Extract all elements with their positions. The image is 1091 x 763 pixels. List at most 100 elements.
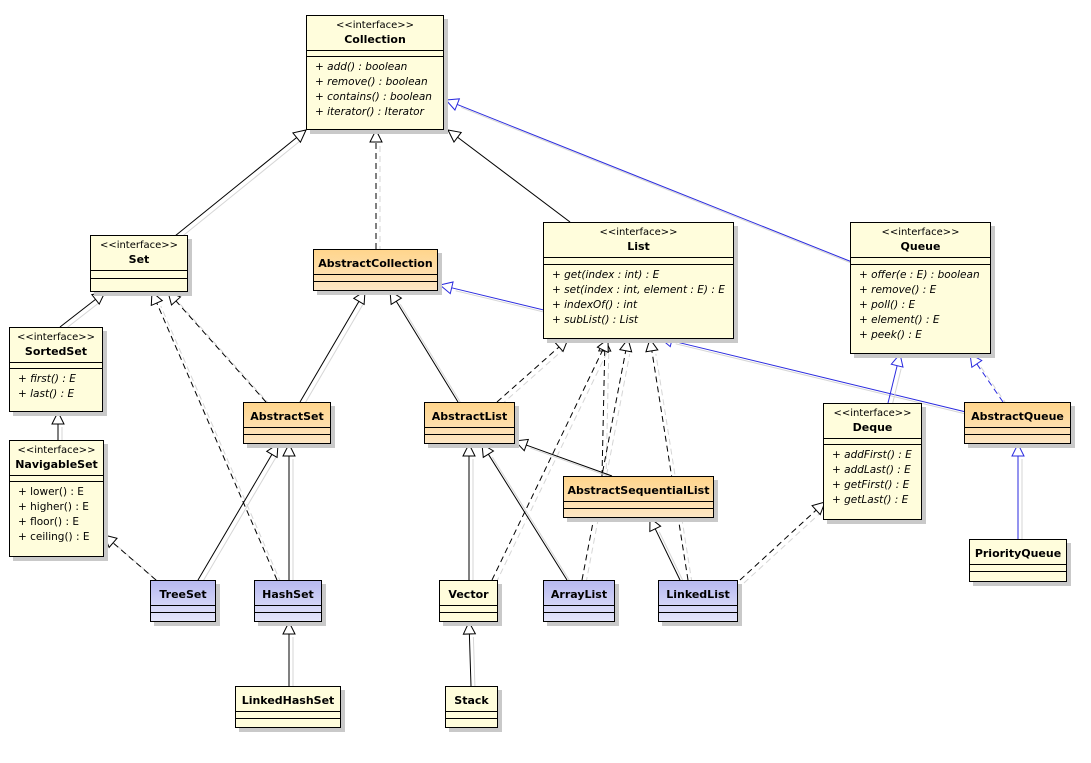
class-name: NavigableSet — [15, 458, 98, 471]
arraylist-to-list-line — [581, 350, 627, 581]
abstractseqlist-to-abstractlist-arrowhead — [513, 438, 530, 452]
operations: + lower() : E + higher() : E + floor() :… — [10, 481, 103, 549]
class-name: AbstractSequentialList — [567, 484, 710, 497]
stereotype: <<interface>> — [16, 332, 96, 343]
abstractqueue-to-queue-shadow — [980, 366, 1008, 406]
class-linked-list[interactable]: LinkedList — [658, 580, 738, 622]
vector-to-list-line — [491, 349, 604, 581]
stereotype: <<interface>> — [881, 227, 960, 238]
navigableset-to-sortedset-arrowhead — [51, 410, 65, 425]
set-to-collection-shadow — [178, 140, 301, 240]
abstractcoll-to-list-blue-arrowhead — [438, 281, 454, 295]
stereotype: <<interface>> — [335, 20, 415, 31]
operations: + get(index : int) : E + set(index : int… — [544, 264, 733, 332]
stereotype: <<interface>> — [17, 445, 96, 456]
class-name: LinkedList — [666, 588, 730, 601]
operation: + indexOf() : int — [552, 299, 638, 311]
operation: + contains() : boolean — [315, 91, 432, 103]
queue-to-collection-arrowhead — [444, 98, 461, 111]
linkedlist-to-abstractseqlist-arrowhead — [649, 516, 662, 533]
operation: + peek() : E — [859, 329, 922, 341]
operations: + add() : boolean + remove() : boolean +… — [307, 56, 443, 124]
sortedset-to-set-shadow — [63, 301, 100, 331]
class-abstract-sequential-list[interactable]: AbstractSequentialList — [563, 476, 714, 518]
operation: + offer(e : E) : boolean — [859, 269, 980, 281]
sortedset-to-set-arrowhead — [90, 291, 106, 306]
abstractqueue-to-queue-arrowhead — [969, 353, 983, 369]
class-collection[interactable]: <<interface>>Collection + add() : boolea… — [306, 15, 444, 130]
operation: + addLast() : E — [832, 464, 911, 476]
list-to-collection-arrowhead — [447, 129, 463, 143]
class-name: Vector — [448, 588, 489, 601]
class-stack[interactable]: Stack — [445, 686, 498, 728]
class-hash-set[interactable]: HashSet — [254, 580, 322, 622]
operation: + get(index : int) : E — [552, 269, 660, 281]
class-deque[interactable]: <<interface>>Deque + addFirst() : E + ad… — [823, 403, 922, 520]
class-tree-set[interactable]: TreeSet — [150, 580, 216, 622]
operation: + floor() : E — [18, 516, 79, 528]
linkedlist-to-deque-arrowhead — [811, 501, 826, 516]
deque-to-queue-arrowhead — [890, 352, 904, 368]
linkedlist-to-list-shadow — [655, 353, 693, 584]
abstractseqlist-to-abstractlist-line — [526, 444, 613, 477]
operations: + addFirst() : E + addLast() : E + getFi… — [824, 444, 921, 512]
linkedlist-to-abstractseqlist-shadow — [658, 531, 685, 584]
stack-to-vector-arrowhead — [462, 620, 477, 635]
operation: + remove() : boolean — [315, 76, 428, 88]
operation: + iterator() : Iterator — [315, 106, 424, 118]
operation: + getFirst() : E — [832, 479, 910, 491]
class-abstract-set[interactable]: AbstractSet — [243, 402, 331, 444]
queue-to-collection-shadow — [460, 106, 857, 266]
class-array-list[interactable]: ArrayList — [543, 580, 615, 622]
arraylist-to-abstractlist-line — [487, 453, 568, 581]
class-vector[interactable]: Vector — [439, 580, 498, 622]
arraylist-to-abstractlist-shadow — [491, 456, 572, 584]
abstractseqlist-to-list-shadow — [605, 353, 610, 480]
class-linked-hash-set[interactable]: LinkedHashSet — [235, 686, 341, 728]
treeset-to-abstractset-shadow — [201, 457, 277, 584]
class-name: AbstractSet — [250, 410, 324, 423]
abstractseqlist-to-list-line — [601, 350, 606, 477]
treeset-to-navigableset-arrowhead — [103, 534, 118, 549]
operation: + poll() : E — [859, 299, 916, 311]
abstractqueue-to-queue-line — [976, 363, 1004, 403]
class-list[interactable]: <<interface>>List + get(index : int) : E… — [543, 222, 734, 339]
abstractcoll-to-collection-arrowhead — [369, 128, 383, 143]
sortedset-to-set-line — [59, 298, 96, 328]
vector-to-list-shadow — [495, 352, 608, 584]
abstractset-to-set-arrowhead — [167, 291, 182, 306]
class-name: AbstractQueue — [971, 410, 1064, 423]
class-sorted-set[interactable]: <<interface>>SortedSet + first() : E + l… — [9, 327, 103, 412]
class-navigable-set[interactable]: <<interface>> NavigableSet + lower() : E … — [9, 440, 104, 557]
linkedhashset-to-hashset-arrowhead — [282, 620, 296, 635]
arraylist-to-list-shadow — [585, 353, 631, 584]
operation: + remove() : E — [859, 284, 937, 296]
operation: + element() : E — [859, 314, 940, 326]
operation: + last() : E — [18, 388, 75, 400]
set-to-collection-arrowhead — [291, 129, 307, 144]
operation: + set(index : int, element : E) : E — [552, 284, 725, 296]
class-abstract-queue[interactable]: AbstractQueue — [964, 402, 1071, 444]
class-name: AbstractCollection — [318, 257, 433, 270]
arraylist-to-abstractlist-arrowhead — [481, 443, 495, 459]
class-set[interactable]: <<interface>>Set — [90, 235, 188, 292]
operation: + add() : boolean — [315, 61, 408, 73]
class-abstract-collection[interactable]: AbstractCollection — [313, 249, 438, 291]
class-name: List — [627, 240, 650, 253]
class-name: TreeSet — [159, 588, 207, 601]
class-queue[interactable]: <<interface>>Queue + offer(e : E) : bool… — [850, 222, 991, 354]
class-name: Deque — [852, 421, 893, 434]
hashset-to-set-arrowhead — [150, 290, 164, 307]
deque-to-queue-line — [887, 365, 898, 404]
class-name: LinkedHashSet — [241, 694, 335, 707]
treeset-to-abstractset-line — [197, 454, 273, 581]
stack-to-vector-shadow — [472, 636, 476, 690]
operation: + subList() : List — [552, 314, 639, 326]
operation: + lower() : E — [18, 486, 84, 498]
abstractlist-to-abstractcoll-shadow — [399, 303, 463, 406]
class-priority-queue[interactable]: PriorityQueue — [969, 539, 1067, 582]
abstractset-to-abstractcoll-arrowhead — [352, 290, 366, 306]
abstractlist-to-list-arrowhead — [554, 338, 569, 353]
class-abstract-list[interactable]: AbstractList — [424, 402, 515, 444]
